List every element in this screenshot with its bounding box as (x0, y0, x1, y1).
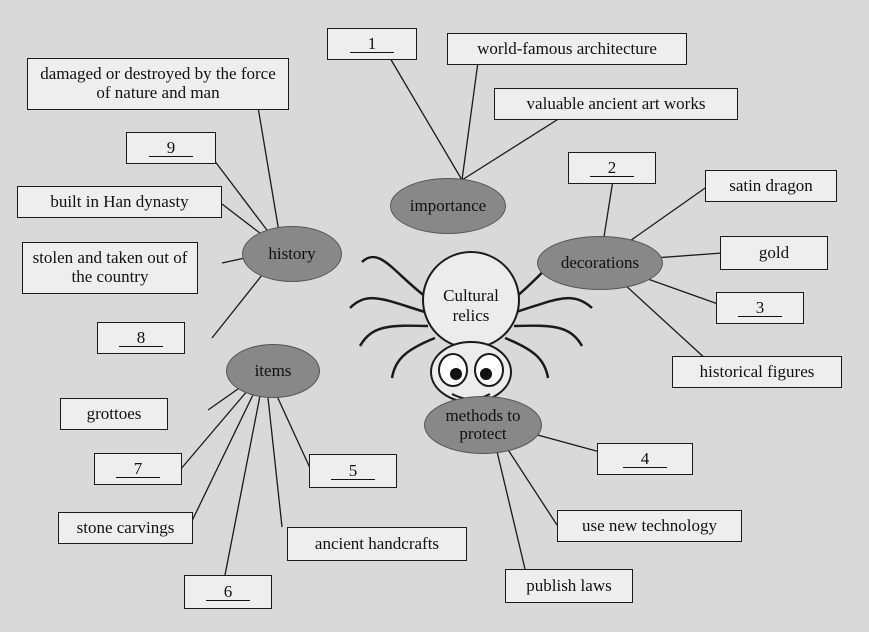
box-publish-laws: publish laws (505, 569, 633, 603)
box-world-famous-architecture: world-famous architecture (447, 33, 687, 65)
hub-items: items (226, 344, 320, 398)
box-use-new-technology: use new technology (557, 510, 742, 542)
blank-7: 7 (94, 453, 182, 485)
blank-2: 2 (568, 152, 656, 184)
blank-8: 8 (97, 322, 185, 354)
blank-3: 3 (716, 292, 804, 324)
hub-decorations: decorations (537, 236, 663, 290)
box-damaged-destroyed: damaged or destroyed by the force of nat… (27, 58, 289, 110)
box-built-in-han-dynasty: built in Han dynasty (17, 186, 222, 218)
box-stone-carvings: stone carvings (58, 512, 193, 544)
spider-body (422, 251, 520, 403)
box-ancient-handcrafts: ancient handcrafts (287, 527, 467, 561)
blank-5: 5 (309, 454, 397, 488)
hub-methods-to-protect: methods to protect (424, 396, 542, 454)
box-satin-dragon: satin dragon (705, 170, 837, 202)
center-label: Cultural relics (443, 286, 499, 325)
blank-9: 9 (126, 132, 216, 164)
box-valuable-ancient-art-works: valuable ancient art works (494, 88, 738, 120)
blank-6: 6 (184, 575, 272, 609)
box-historical-figures: historical figures (672, 356, 842, 388)
hub-importance: importance (390, 178, 506, 234)
box-stolen-and-taken: stolen and taken out of the country (22, 242, 198, 294)
box-grottoes: grottoes (60, 398, 168, 430)
hub-history: history (242, 226, 342, 282)
blank-1: 1 (327, 28, 417, 60)
box-gold: gold (720, 236, 828, 270)
blank-4: 4 (597, 443, 693, 475)
